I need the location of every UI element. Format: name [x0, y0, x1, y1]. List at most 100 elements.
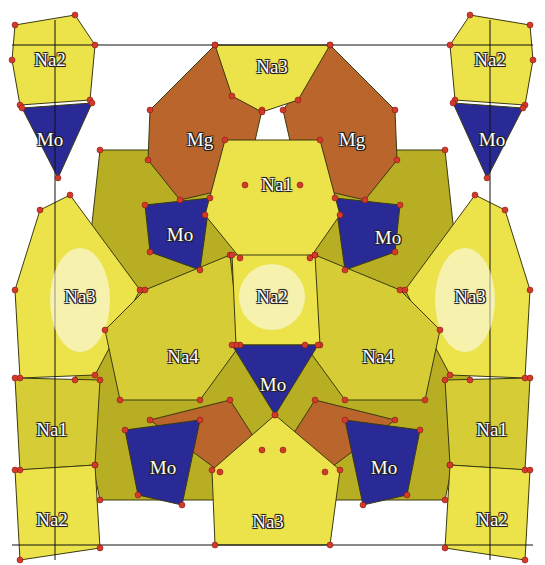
oxygen-atom	[92, 42, 98, 48]
oxygen-atom	[392, 249, 398, 255]
oxygen-atom	[19, 105, 25, 111]
atom-label: Na4	[362, 346, 394, 368]
atom-label: Na2	[474, 49, 506, 71]
oxygen-atom	[89, 100, 95, 106]
oxygen-atom	[135, 492, 141, 498]
atom-label: Mo	[375, 227, 401, 249]
polyhedron	[22, 103, 92, 178]
oxygen-atom	[147, 249, 153, 255]
oxygen-atom	[327, 42, 333, 48]
atom-label: Na4	[167, 346, 199, 368]
polyhedron	[305, 255, 440, 400]
oxygen-atom	[202, 212, 208, 218]
atom-label: Mg	[187, 129, 213, 151]
oxygen-atom	[229, 93, 235, 99]
oxygen-atom	[17, 557, 23, 563]
polyhedron	[105, 255, 240, 400]
oxygen-atom	[229, 342, 235, 348]
oxygen-atom	[442, 497, 448, 503]
polyhedron	[450, 15, 533, 105]
oxygen-atom	[467, 377, 473, 383]
oxygen-atom	[9, 57, 15, 63]
oxygen-atom	[117, 397, 123, 403]
oxygen-atom	[527, 467, 533, 473]
atom-label: Mo	[371, 457, 397, 479]
atom-label: Mg	[339, 129, 365, 151]
oxygen-atom	[442, 545, 448, 551]
atom-label: Mo	[479, 129, 505, 151]
oxygen-atom	[222, 137, 228, 143]
oxygen-atom	[97, 545, 103, 551]
polyhedron	[205, 140, 340, 258]
oxygen-atom	[237, 255, 243, 261]
oxygen-atom	[502, 207, 508, 213]
oxygen-atom	[522, 557, 528, 563]
oxygen-atom	[527, 375, 533, 381]
oxygen-atom	[472, 192, 478, 198]
oxygen-atom	[102, 327, 108, 333]
oxygen-atom	[197, 397, 203, 403]
oxygen-atom	[207, 195, 213, 201]
oxygen-atom	[392, 107, 398, 113]
polyhedron	[232, 255, 320, 345]
polyhedron	[445, 465, 530, 560]
oxygen-atom	[67, 192, 73, 198]
oxygen-atom	[322, 469, 328, 475]
oxygen-atom	[179, 502, 185, 508]
oxygen-atom	[527, 22, 533, 28]
oxygen-atom	[142, 287, 148, 293]
oxygen-atom	[97, 147, 103, 153]
polyhedron	[125, 420, 200, 505]
atom-label: Na2	[34, 49, 66, 71]
oxygen-atom	[327, 42, 333, 48]
oxygen-atom	[122, 427, 128, 433]
polyhedron	[215, 45, 330, 112]
oxygen-atom	[447, 462, 453, 468]
oxygen-atom	[530, 57, 536, 63]
atom-label: Na2	[476, 509, 508, 531]
oxygen-atom	[337, 212, 343, 218]
atom-label: Na3	[454, 286, 486, 308]
oxygen-atom	[297, 182, 303, 188]
oxygen-atom	[92, 462, 98, 468]
polyhedron	[15, 378, 100, 470]
oxygen-atom	[342, 417, 348, 423]
atom-label: Mo	[260, 374, 286, 396]
oxygen-atom	[92, 462, 98, 468]
oxygen-atom	[229, 252, 235, 258]
polyhedron	[145, 198, 210, 270]
oxygen-atom	[342, 397, 348, 403]
polyhedron	[453, 103, 523, 178]
oxygen-atom	[397, 287, 403, 293]
oxygen-atom	[327, 542, 333, 548]
atom-label: Na1	[36, 419, 68, 441]
polyhedron	[15, 465, 100, 560]
oxygen-atom	[145, 157, 151, 163]
oxygen-atom	[442, 147, 448, 153]
oxygen-atom	[394, 157, 400, 163]
oxygen-atom	[467, 12, 473, 18]
oxygen-atom	[397, 202, 403, 208]
polyhedron	[212, 415, 340, 545]
oxygen-atom	[527, 287, 533, 293]
atom-label: Na3	[252, 511, 284, 533]
polyhedron	[12, 15, 95, 105]
oxygen-atom	[55, 175, 61, 181]
oxygen-atom	[259, 109, 265, 115]
oxygen-atom	[312, 252, 318, 258]
oxygen-atom	[272, 412, 278, 418]
oxygen-atom	[147, 417, 153, 423]
oxygen-atom	[209, 467, 215, 473]
oxygen-atom	[212, 542, 218, 548]
atom-label: Mo	[167, 224, 193, 246]
oxygen-atom	[422, 397, 428, 403]
atom-label: Na1	[476, 419, 508, 441]
oxygen-atom	[450, 100, 456, 106]
polyhedron	[345, 420, 420, 505]
oxygen-atom	[92, 372, 98, 378]
oxygen-atom	[12, 467, 18, 473]
oxygen-atom	[312, 397, 318, 403]
polyhedron	[445, 378, 530, 470]
oxygen-atom	[259, 447, 265, 453]
oxygen-atom	[312, 252, 318, 258]
